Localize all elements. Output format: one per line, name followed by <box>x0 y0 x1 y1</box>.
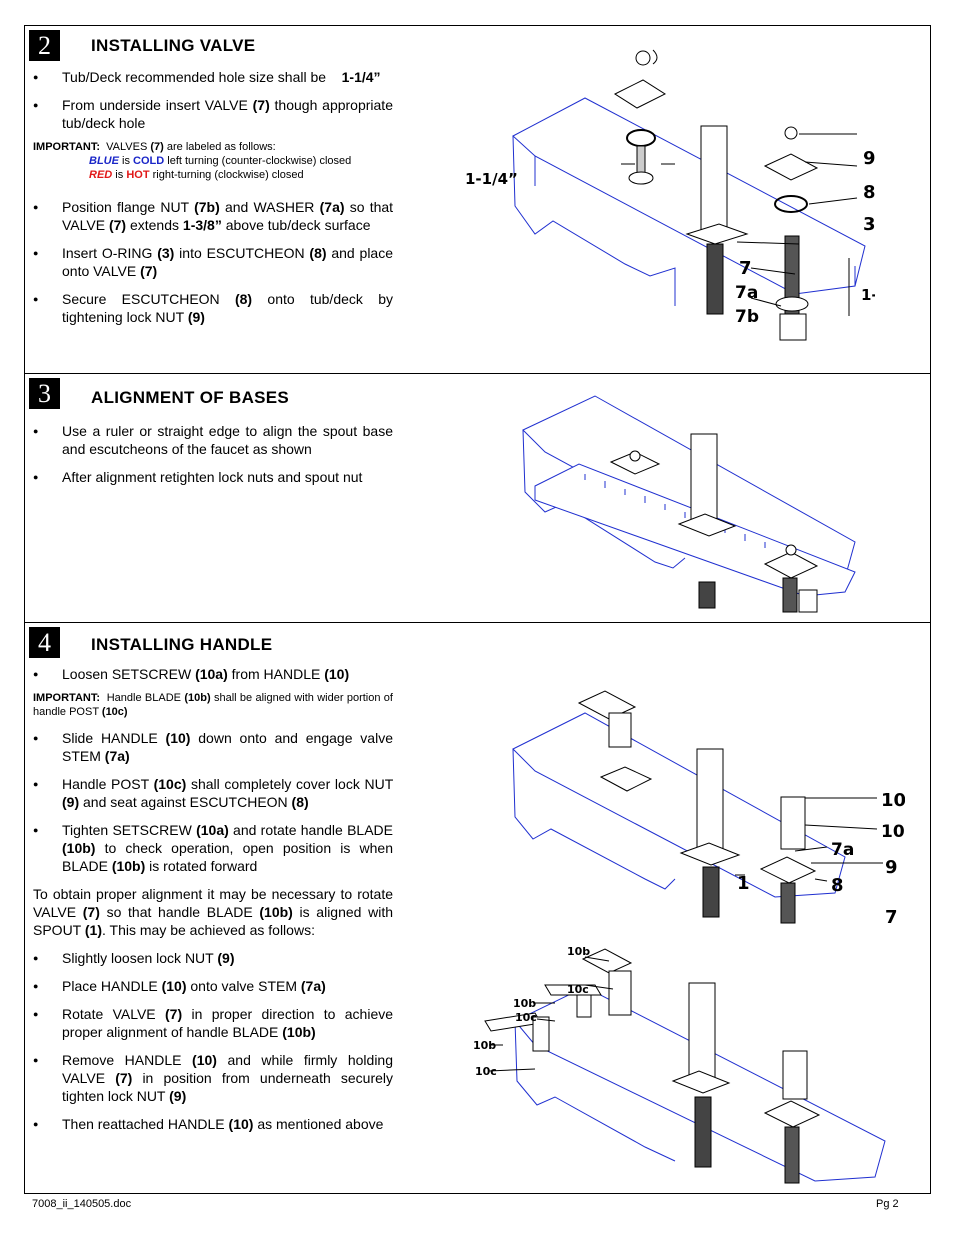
bullet-use-ruler: Use a ruler or straight edge to align th… <box>33 422 393 458</box>
bullet-retighten: After alignment retighten lock nuts and … <box>33 468 393 486</box>
cold-label: COLD <box>133 155 165 167</box>
label-10: 10 <box>881 790 905 811</box>
label-8: 8 <box>863 182 875 203</box>
label-10c-mid: 10c <box>515 1011 537 1024</box>
bullet-insert-valve: From underside insert VALVE (7) though a… <box>33 96 393 132</box>
label-9: 9 <box>885 857 898 878</box>
label-10c-low: 10c <box>475 1065 497 1078</box>
bullet-tighten-setscrew: Tighten SETSCREW (10a) and rotate handle… <box>33 821 393 875</box>
bullet-secure-escutcheon: Secure ESCUTCHEON (8) onto tub/deck by t… <box>33 290 393 326</box>
bullet-rotate-valve: Rotate VALVE (7) in proper direction to … <box>33 1005 393 1041</box>
section-title: INSTALLING HANDLE <box>91 635 273 654</box>
alignment-paragraph: To obtain proper alignment it may be nec… <box>33 886 394 938</box>
label-7a: 7a <box>735 283 758 303</box>
label-7: 7 <box>885 907 898 927</box>
label-10b-low: 10b <box>473 1039 496 1052</box>
bullet-loosen-setscrew: Loosen SETSCREW (10a) from HANDLE (10) <box>33 665 393 683</box>
label-9: 9 <box>863 148 875 169</box>
blue-label: BLUE <box>89 155 119 167</box>
section-title: INSTALLING VALVE <box>91 36 256 55</box>
bullet-insert-oring: Insert O-RING (3) into ESCUTCHEON (8) an… <box>33 244 393 280</box>
footer-filename: 7008_ii_140505.doc <box>32 1198 132 1210</box>
section-installing-handle: 4 INSTALLING HANDLE Loosen SETSCREW (10a… <box>25 623 930 1193</box>
section-installing-valve: 2 INSTALLING VALVE Tub/Deck recommended … <box>25 26 930 374</box>
bullet-loosen-nut: Slightly loosen lock NUT (9) <box>33 949 393 967</box>
bullet-slide-handle: Slide HANDLE (10) down onto and engage v… <box>33 729 393 765</box>
page-frame: 2 INSTALLING VALVE Tub/Deck recommended … <box>24 25 931 1194</box>
bullet-hole-size: Tub/Deck recommended hole size shall be … <box>33 68 393 86</box>
valve-install-figure: 1-1/4” 9 8 3 7 7a 7b 1-3/8” <box>465 49 875 341</box>
bullet-remove-handle: Remove HANDLE (10) and while firmly hold… <box>33 1051 393 1105</box>
label-7a: 7a <box>831 840 854 860</box>
label-7: 7 <box>739 258 752 279</box>
bullet-reattach-handle: Then reattached HANDLE (10) as mentioned… <box>33 1115 393 1133</box>
alignment-figure <box>522 395 856 613</box>
section-text: Tub/Deck recommended hole size shall be … <box>33 68 393 326</box>
step-number: 3 <box>29 378 60 409</box>
label-1: 1 <box>737 873 750 894</box>
label-3: 3 <box>863 214 875 235</box>
bullet-place-handle: Place HANDLE (10) onto valve STEM (7a) <box>33 977 393 995</box>
label-10c-top: 10c <box>567 983 589 996</box>
section-text: Loosen SETSCREW (10a) from HANDLE (10) I… <box>33 665 393 1133</box>
important-note: IMPORTANT: Handle BLADE (10b) shall be a… <box>33 692 393 718</box>
label-10b-top: 10b <box>567 945 590 958</box>
section-alignment: 3 ALIGNMENT OF BASES Use a ruler or stra… <box>25 374 930 623</box>
label-10a: 10a <box>881 822 905 842</box>
footer-page-number: Pg 2 <box>876 1198 899 1210</box>
step-number: 4 <box>29 627 60 658</box>
bullet-position-nut: Position flange NUT (7b) and WASHER (7a)… <box>33 198 393 234</box>
label-7b: 7b <box>735 307 759 327</box>
handle-alignment-figure: 10b 10c 10b 10c 10b 10c <box>473 945 886 1184</box>
step-number: 2 <box>29 30 60 61</box>
important-note: IMPORTANT: VALVES (7) are labeled as fol… <box>33 141 352 181</box>
bullet-handle-post: Handle POST (10c) shall completely cover… <box>33 775 393 811</box>
handle-install-figure: 10 10a 7a 9 1 8 7 <box>512 690 905 927</box>
section-title: ALIGNMENT OF BASES <box>91 388 290 407</box>
label-10b-mid: 10b <box>513 997 536 1010</box>
extension-label: 1-3/8” <box>861 286 875 304</box>
label-8: 8 <box>831 875 844 896</box>
hole-size-label: 1-1/4” <box>465 170 518 188</box>
red-label: RED <box>89 169 113 181</box>
section-text: Use a ruler or straight edge to align th… <box>33 422 393 486</box>
hot-label: HOT <box>126 169 150 181</box>
